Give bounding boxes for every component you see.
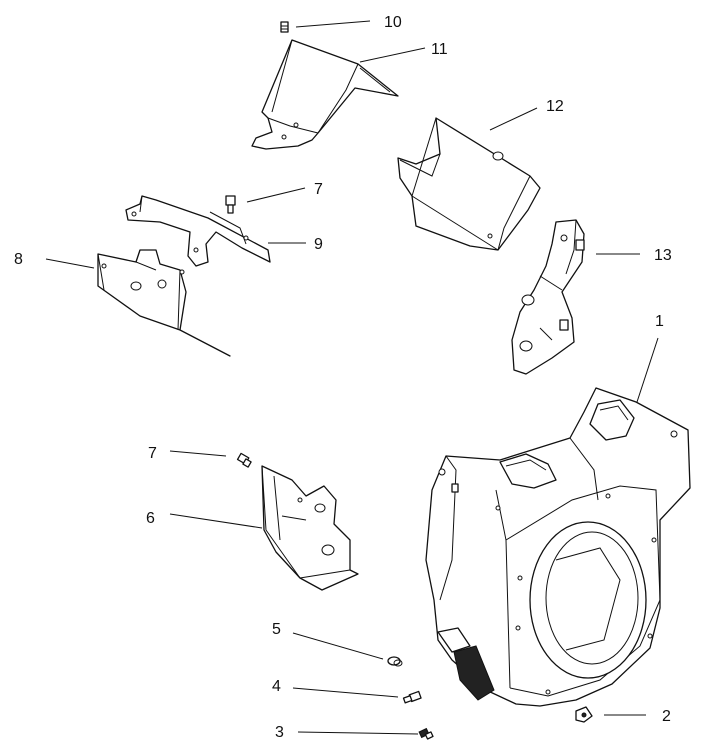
callout-6: 6	[146, 510, 155, 527]
callout-labels: 10 11 12 13 7 9 8 1 7 6 5 4 3 2	[14, 14, 672, 741]
part-5-plug	[387, 656, 403, 667]
part-2-nut	[575, 706, 593, 723]
callout-12: 12	[546, 98, 564, 115]
callout-10: 10	[384, 14, 402, 31]
callout-13: 13	[654, 247, 672, 264]
part-9-baffle	[125, 195, 271, 267]
callout-7-lower: 7	[148, 445, 157, 462]
callout-4: 4	[272, 678, 281, 695]
callout-2: 2	[662, 708, 671, 725]
part-10-screw	[280, 21, 289, 33]
callout-5: 5	[272, 621, 281, 638]
callout-3: 3	[275, 724, 284, 741]
callout-1: 1	[655, 313, 664, 330]
part-12-shroud	[397, 117, 541, 251]
callout-9: 9	[314, 236, 323, 253]
callout-7-upper: 7	[314, 181, 323, 198]
callout-8: 8	[14, 251, 23, 268]
part-13-bracket	[511, 219, 585, 375]
part-3-screw	[418, 727, 434, 740]
leader-lines	[45, 20, 659, 735]
part-8-baffle	[97, 249, 231, 357]
callout-11: 11	[431, 41, 448, 58]
part-7-screw-upper	[225, 195, 236, 214]
part-6-bracket	[261, 465, 359, 591]
part-1-blower-housing	[425, 387, 691, 707]
part-11-upper-shroud	[251, 39, 399, 150]
part-7-screw-lower	[236, 452, 252, 468]
part-4-screw	[402, 690, 422, 704]
